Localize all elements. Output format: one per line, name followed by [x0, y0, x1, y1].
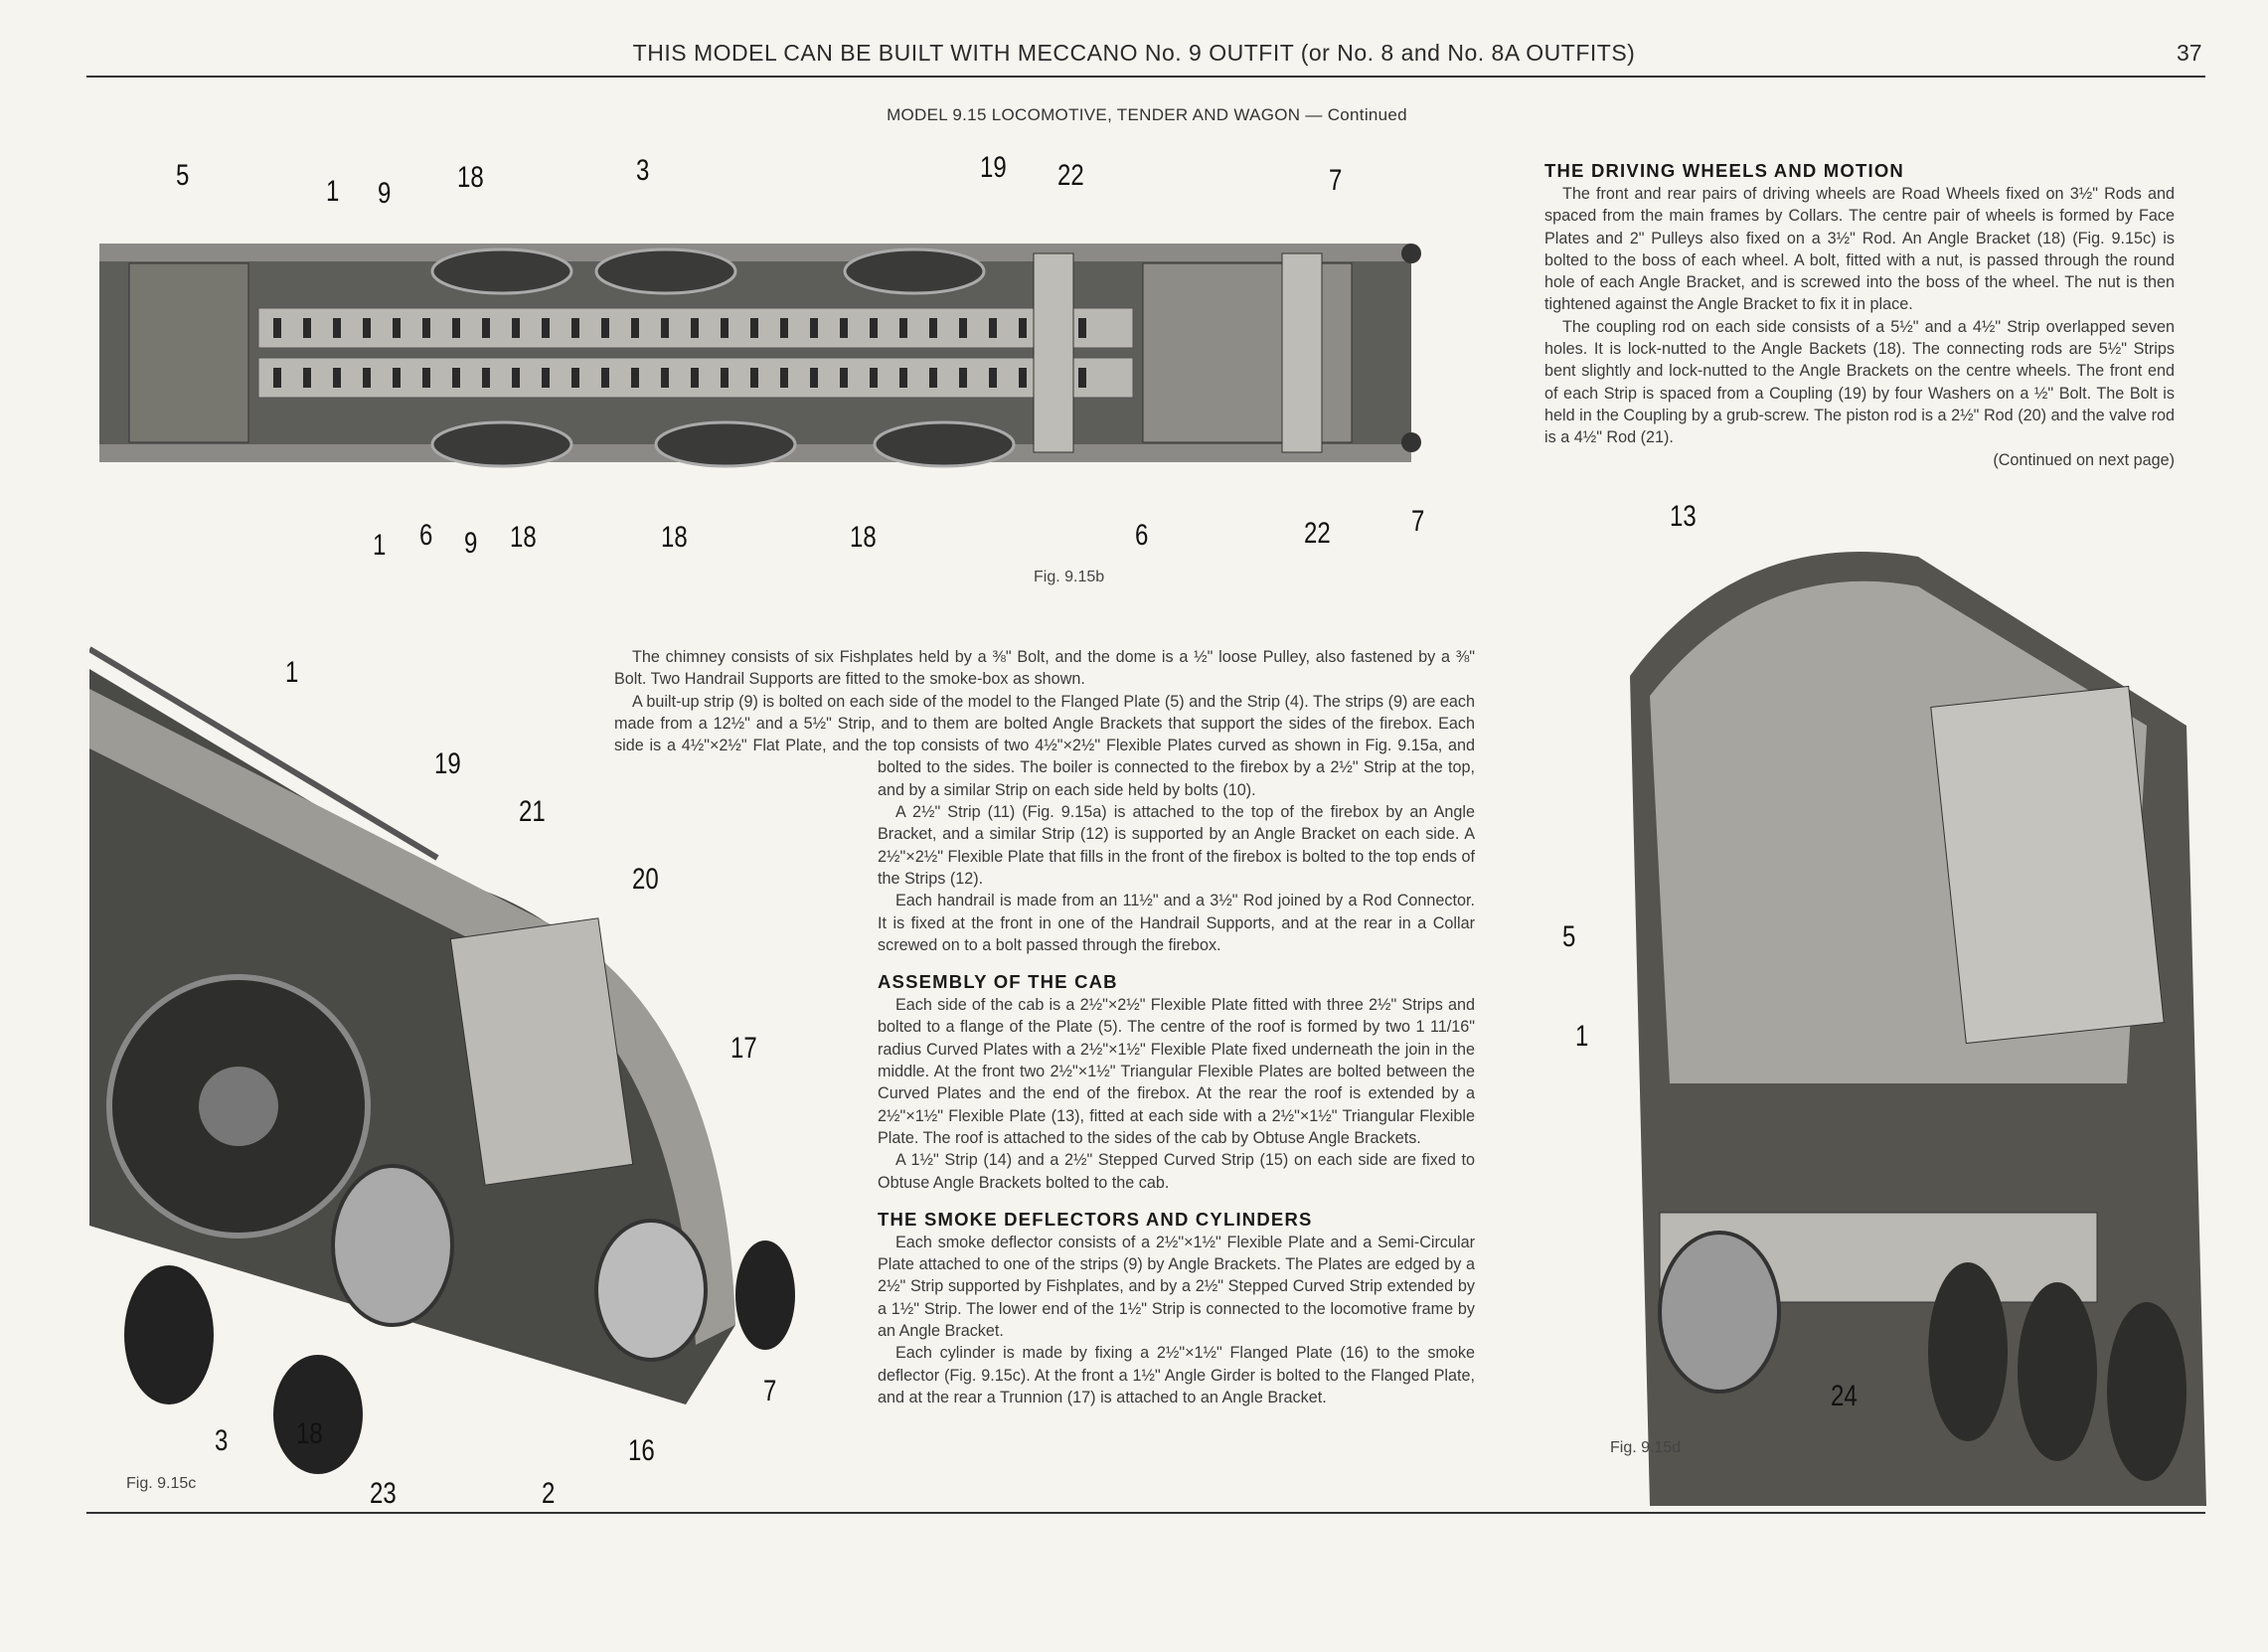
paragraph-smoke-deflector: Each smoke deflector consists of a 2½"×1…	[878, 1233, 1475, 1341]
callout-label: 20	[632, 863, 659, 896]
page-number: 37	[2177, 40, 2202, 66]
callout-label: 6	[1135, 519, 1149, 552]
callout-label: 7	[1329, 164, 1343, 197]
paragraph-firebox-strip: A 2½" Strip (11) (Fig. 9.15a) is attache…	[878, 803, 1475, 888]
right-text-column: THE DRIVING WHEELS AND MOTION The front …	[1544, 159, 2175, 471]
callout-label: 16	[628, 1434, 655, 1467]
header-rule	[86, 76, 2205, 78]
figure-9-15b-illustration	[89, 224, 1441, 487]
model-subtitle: MODEL 9.15 LOCOMOTIVE, TENDER AND WAGON …	[887, 105, 1407, 124]
callout-label: 3	[636, 154, 650, 187]
callout-label: 1	[285, 656, 299, 689]
footer-rule	[86, 1512, 2205, 1514]
paragraph-driving-wheels: The front and rear pairs of driving whee…	[1544, 185, 2175, 314]
figure-9-15c-caption: Fig. 9.15c	[126, 1475, 197, 1492]
callout-label: 3	[215, 1424, 229, 1457]
callout-label: 18	[661, 521, 688, 554]
section-heading-driving-wheels: THE DRIVING WHEELS AND MOTION	[1544, 160, 1904, 181]
callout-label: 9	[378, 177, 392, 210]
callout-label: 21	[519, 795, 546, 828]
callout-label: 2	[542, 1477, 556, 1510]
callout-label: 9	[464, 527, 478, 560]
center-text-column: The chimney consists of six Fishplates h…	[614, 646, 1475, 1652]
paragraph-handrail: Each handrail is made from an 11½" and a…	[878, 892, 1475, 954]
section-heading-cab: ASSEMBLY OF THE CAB	[878, 971, 1118, 993]
callout-label: 5	[1562, 920, 1576, 953]
callout-label: 19	[434, 747, 461, 780]
callout-label: 23	[370, 1477, 397, 1510]
callout-label: 22	[1304, 517, 1331, 550]
section-heading-smoke-deflectors: THE SMOKE DEFLECTORS AND CYLINDERS	[878, 1208, 1313, 1230]
paragraph-cylinder: Each cylinder is made by fixing a 2½"×1½…	[878, 1344, 1475, 1406]
paragraph-coupling-rod: The coupling rod on each side consists o…	[1544, 317, 2175, 447]
callout-label: 1	[373, 529, 387, 562]
callout-label: 18	[296, 1417, 323, 1450]
paragraph-built-up-strip: A built-up strip (9) is bolted on each s…	[614, 692, 1475, 799]
callout-label: 1	[1575, 1020, 1589, 1053]
callout-label: 7	[763, 1375, 777, 1407]
callout-label: 17	[730, 1032, 757, 1065]
figure-9-15c-illustration	[89, 629, 810, 1484]
paragraph-cab-strips: A 1½" Strip (14) and a 2½" Stepped Curve…	[878, 1151, 1475, 1192]
callout-label: 18	[457, 161, 484, 194]
figure-9-15d-illustration	[1590, 527, 2206, 1506]
callout-label: 1	[326, 175, 340, 208]
paragraph-cab-sides: Each side of the cab is a 2½"×2½" Flexib…	[878, 996, 1475, 1147]
callout-label: 18	[850, 521, 877, 554]
callout-label: 13	[1670, 500, 1697, 533]
callout-label: 6	[419, 519, 433, 552]
figure-9-15b-caption: Fig. 9.15b	[1034, 569, 1105, 585]
page-header-title: THIS MODEL CAN BE BUILT WITH MECCANO No.…	[632, 40, 1636, 66]
callout-label: 24	[1831, 1380, 1858, 1412]
continued-note: (Continued on next page)	[1993, 450, 2175, 469]
callout-label: 5	[176, 159, 190, 192]
callout-label: 22	[1057, 159, 1084, 192]
callout-label: 18	[510, 521, 537, 554]
callout-label: 7	[1411, 505, 1425, 538]
figure-9-15d-caption: Fig. 9.15d	[1610, 1439, 1682, 1456]
paragraph-chimney: The chimney consists of six Fishplates h…	[614, 648, 1475, 689]
callout-label: 19	[980, 151, 1007, 184]
